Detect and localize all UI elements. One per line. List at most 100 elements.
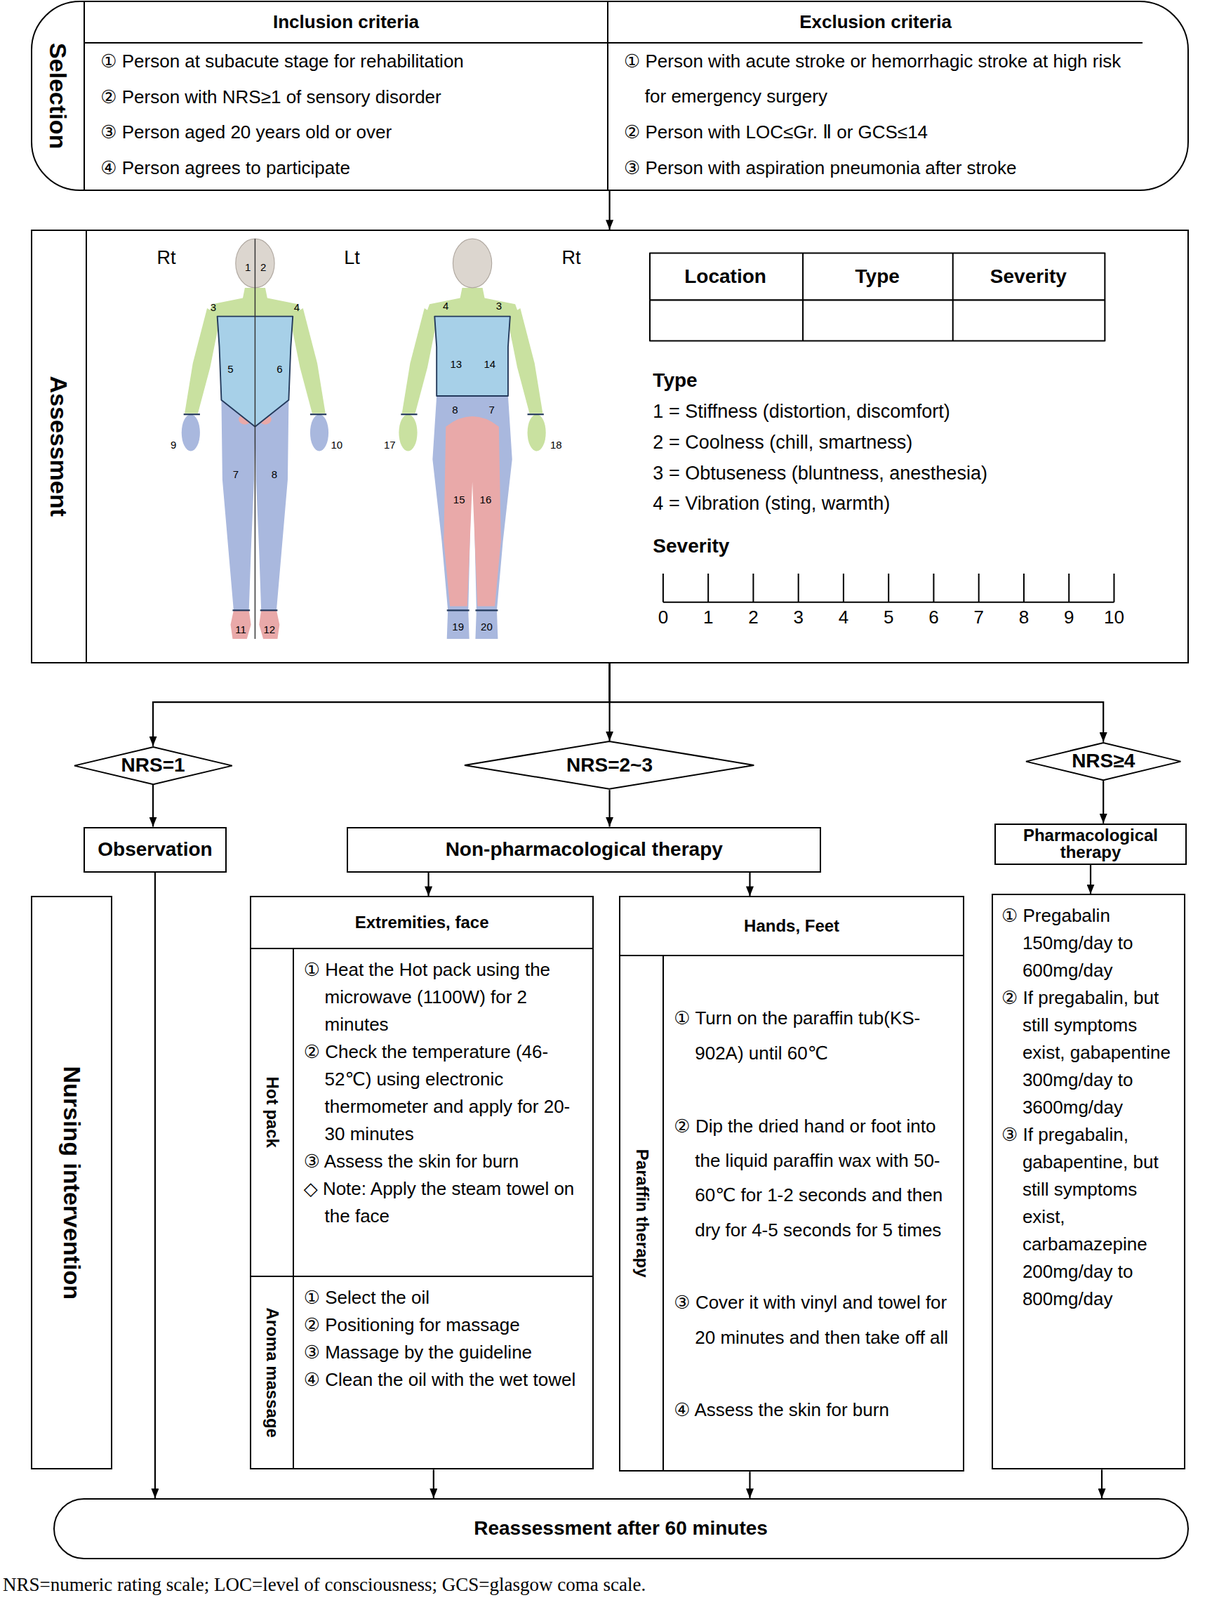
region-number: 1 (244, 261, 251, 274)
ankle-band (447, 609, 470, 611)
section-label: Selection (44, 42, 71, 149)
connector-arrow (609, 663, 1104, 742)
criteria-item: ② Person with NRS≥1 of sensory disorder (100, 80, 601, 115)
region-number: 8 (451, 404, 458, 417)
torso-region (434, 316, 511, 396)
shoulder-region (424, 287, 521, 319)
step-item: ③ Massage by the guideline (303, 1338, 587, 1366)
intervention-box: Hot pack ① Heat the Hot pack using the mi… (249, 895, 594, 1469)
stage-label-box: Nursing intervention (30, 895, 113, 1469)
column-heading: Extremities, face (251, 896, 593, 949)
foot-region (258, 609, 280, 639)
criteria-item: ③ Person with aspiration pneumonia after… (623, 150, 1136, 186)
text-column: ① Heat the Hot pack using the microwave … (294, 948, 593, 1276)
drug-item: ② If pregabalin, but still symptoms exis… (1001, 983, 1179, 1121)
arm-region (402, 308, 438, 414)
label-column: Assessment (32, 230, 88, 662)
legend-heading: Type (652, 369, 697, 392)
connector-arrow (152, 663, 610, 747)
connector-arrow (748, 1470, 751, 1498)
scale-tick (978, 573, 980, 603)
drug-item: ① Pregabalin 150mg/day to 600mg/day (1001, 901, 1179, 984)
scale-number: 3 (793, 607, 803, 628)
legend-heading: Severity (652, 534, 730, 557)
connector-arrow (1089, 864, 1092, 895)
criteria-cell: Inclusion criteria① Person at subacute s… (83, 2, 608, 189)
section-label: Aroma massage (262, 1306, 281, 1437)
scale-number: 10 (1103, 607, 1125, 628)
column-heading: Exclusion criteria (608, 2, 1143, 43)
connector-arrow (154, 872, 156, 1498)
criteria-item: ④ Person agrees to participate (100, 150, 601, 186)
connector-arrow (608, 789, 610, 827)
foot-region (447, 609, 470, 639)
scale-number: 9 (1063, 607, 1074, 628)
box-label: Reassessment after 60 minutes (473, 1517, 768, 1540)
type-item: 4 = Vibration (sting, warmth) (652, 493, 890, 515)
step-item: ① Select the oil (303, 1283, 587, 1311)
region-number: 14 (483, 358, 496, 371)
region-number: 15 (453, 494, 466, 506)
decision-diamond: NRS≥4 (1025, 741, 1182, 781)
table-header: Type (855, 265, 900, 288)
drug-item: ③ If pregabalin, gabapentine, but still … (1001, 1120, 1179, 1313)
ankle-band (232, 609, 250, 611)
scale-number: 6 (928, 607, 939, 628)
step-item: ④ Clean the oil with the wet towel (303, 1365, 587, 1394)
side-label: Rt (156, 247, 176, 269)
wrist-band (183, 413, 201, 415)
connector-arrow (152, 784, 154, 827)
scale-tick (1023, 573, 1025, 603)
stage-label: Nursing intervention (58, 1066, 85, 1300)
text-column: ① Turn on the paraffin tub(KS-902A) unti… (663, 955, 963, 1470)
step-item: ③ Cover it with vinyl and towel for 20 m… (673, 1284, 957, 1355)
section-label: Hot pack (262, 1076, 281, 1148)
wrist-band (400, 413, 417, 415)
region-number: 3 (210, 301, 217, 314)
terminal-band: Reassessment after 60 minutes (53, 1497, 1189, 1559)
text-column: ① Person with acute stroke or hemorrhagi… (608, 43, 1143, 190)
label-column: Aroma massage (251, 1276, 295, 1468)
step-item: ④ Assess the skin for burn (673, 1392, 957, 1427)
region-number: 3 (496, 300, 502, 313)
label-column: Paraffin therapy (620, 955, 664, 1470)
process-box: Non-pharmacological therapy (346, 826, 822, 873)
region-number: 18 (550, 439, 563, 452)
scale-tick (842, 573, 845, 603)
decision-label: NRS≥4 (1071, 750, 1135, 772)
region-number: 8 (271, 468, 278, 481)
region-number: 10 (330, 439, 343, 452)
step-item: ② Check the temperature (46-52℃) using e… (303, 1037, 587, 1148)
ankle-band (475, 609, 498, 611)
figure-caption: NRS=numeric rating scale; LOC=level of c… (2, 1574, 646, 1596)
head-region (452, 238, 492, 288)
criteria-item: ① Person at subacute stage for rehabilit… (100, 44, 601, 79)
criteria-item: ② Person with LOC≤Gr. Ⅱ or GCS≤14 (623, 115, 1136, 150)
step-item: ② Dip the dried hand or foot into the li… (673, 1108, 957, 1248)
region-number: 4 (294, 301, 300, 314)
scale-number: 7 (973, 607, 984, 628)
label-column: Hot pack (251, 948, 295, 1276)
decision-label: NRS=2~3 (566, 754, 653, 777)
connector-arrow (608, 190, 610, 230)
diamond-outline (464, 741, 754, 789)
scale-tick (662, 573, 664, 603)
region-number: 2 (260, 261, 266, 274)
procedure-section: Aroma massage① Select the oil② Positioni… (251, 1275, 593, 1468)
buttock-region (443, 416, 501, 606)
procedure-section: Paraffin therapy① Turn on the paraffin t… (620, 955, 963, 1470)
text-column: ① Person at subacute stage for rehabilit… (84, 43, 608, 190)
text-column: ① Pregabalin 150mg/day to 600mg/day② If … (993, 894, 1184, 1468)
scale-tick (1113, 573, 1115, 603)
box-label: Non-pharmacological therapy (445, 838, 723, 861)
step-item: ③ Assess the skin for burn (303, 1147, 587, 1175)
region-number: 17 (383, 439, 396, 452)
criteria-item: ③ Person aged 20 years old or over (100, 115, 601, 150)
table-rule (952, 253, 954, 342)
region-number: 16 (480, 494, 492, 506)
leg-region (254, 400, 289, 610)
hand-region (398, 414, 417, 451)
type-item: 1 = Stiffness (distortion, discomfort) (652, 401, 950, 423)
ankle-band (260, 609, 278, 611)
